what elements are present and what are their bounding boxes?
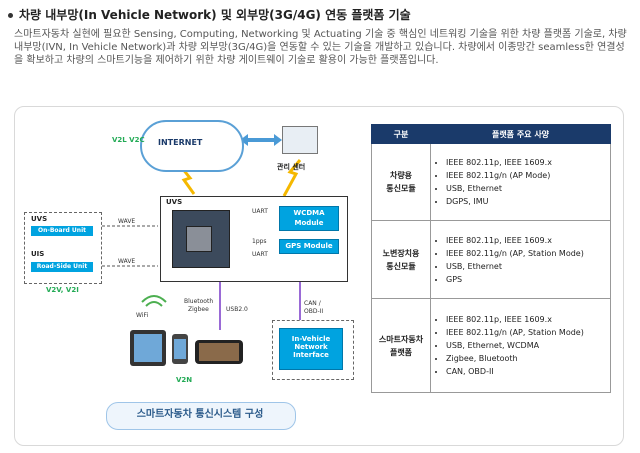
lpps-label: 1pps: [252, 238, 267, 245]
row-specs: IEEE 802.11p, IEEE 1609.x IEEE 802.11g/n…: [430, 298, 611, 393]
chip-image: [186, 226, 212, 252]
tablet-image: [130, 330, 166, 366]
navigation-device-image: [195, 340, 243, 364]
can-label: CAN /: [304, 300, 321, 307]
wcdma-module: WCDMA Module: [279, 206, 339, 231]
description-paragraph: 스마트자동차 실현에 필요한 Sensing, Computing, Netwo…: [14, 29, 627, 66]
caption-box: [106, 402, 296, 430]
section-heading: 차량 내부망(In Vehicle Network) 및 외부망(3G/4G) …: [8, 6, 411, 23]
arrowhead-right: [274, 134, 282, 146]
arrowhead-left: [240, 134, 248, 146]
row-specs: IEEE 802.11p, IEEE 1609.x IEEE 802.11g/n…: [430, 143, 611, 221]
bluetooth-label: Bluetooth: [184, 298, 214, 305]
wifi-arc-1: [145, 301, 163, 307]
wave-label-1: WAVE: [118, 218, 136, 225]
left-units-box: [24, 212, 102, 284]
ivn-line-2: Network: [294, 343, 328, 351]
v2v-v2i-label: V2V, V2I: [46, 286, 79, 294]
ivn-box: [272, 320, 354, 380]
ivn-line-3: Interface: [293, 351, 329, 359]
uvs-label: UVS: [166, 198, 183, 206]
usb-label: USB2.0: [226, 306, 248, 313]
uis-label: UIS: [31, 250, 45, 258]
gps-module: GPS Module: [279, 239, 339, 254]
internet-label: INTERNET: [158, 138, 203, 147]
table-header-row: 구분 플랫폼 주요 사양: [371, 124, 611, 144]
internet-cloud: [140, 120, 244, 172]
wave-label-2: WAVE: [118, 258, 136, 265]
uart-label-2: UART: [252, 251, 268, 258]
phone-image: [172, 334, 188, 364]
ivn-interface: In-Vehicle Network Interface: [279, 328, 343, 370]
wifi-arc-2: [141, 295, 167, 303]
obd-label: OBD-II: [304, 308, 324, 315]
bullet-icon: [8, 13, 13, 18]
on-board-unit: On-Board Unit: [31, 226, 93, 236]
diagram-caption: 스마트자동차 통신시스템 구성: [136, 409, 264, 420]
left-uvs-label: UVS: [31, 215, 48, 223]
control-center-label: 관리 센터: [277, 163, 306, 171]
header-spec: 플랫폼 주요 사양: [430, 124, 611, 144]
uart-label-1: UART: [252, 208, 268, 215]
ivn-line-1: In-Vehicle: [291, 335, 331, 343]
wifi-label: WiFi: [136, 312, 149, 319]
v2n-label: V2N: [176, 376, 193, 384]
road-side-unit: Road-Side Unit: [31, 262, 93, 272]
row-specs: IEEE 802.11p, IEEE 1609.x IEEE 802.11g/n…: [430, 220, 611, 299]
heading-text: 차량 내부망(In Vehicle Network) 및 외부망(3G/4G) …: [19, 8, 411, 22]
lightning-bolt-2: [282, 159, 302, 197]
computer-icon: [282, 126, 318, 154]
header-category: 구분: [371, 124, 431, 144]
lightning-bolt-1: [180, 167, 196, 195]
zigbee-label: Zigbee: [188, 306, 209, 313]
v2l-v2c-label: V2L V2C: [112, 136, 145, 144]
